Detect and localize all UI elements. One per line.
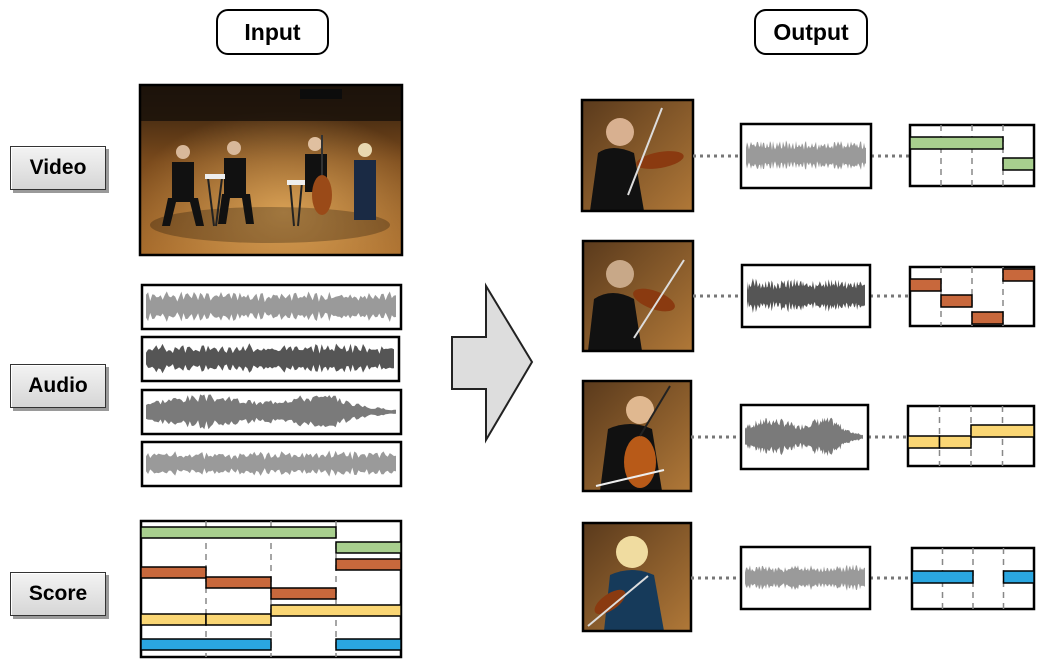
processing-arrow-icon [451,282,534,444]
score-note-yellow [205,613,272,626]
output-photo-cello [581,521,693,633]
output-score-rolls [906,123,1036,611]
output-waveform-viola [739,403,870,471]
output-score-note-violin-2 [940,294,973,308]
output-photo-violin-2 [581,239,695,353]
quartet-video-frame [138,83,404,257]
input-waveform-4 [140,440,403,488]
audio-label: Audio [10,364,106,408]
input-waveform-3 [140,388,403,436]
output-waveform-violin-1 [739,122,873,190]
score-note-green [335,541,402,554]
output-score-note-viola [907,435,941,449]
output-score-note-violin-2 [1002,268,1035,282]
input-header: Input [216,9,329,55]
output-score-frame-violin-1 [908,123,1036,188]
output-header: Output [754,9,868,55]
output-waveform-cello [739,545,872,611]
score-note-green [140,526,337,539]
output-score-note-violin-2 [909,278,942,292]
output-score-note-violin-2 [971,311,1004,325]
output-waveform-violin-2 [740,263,872,329]
input-waveform-2 [140,335,401,383]
output-score-note-cello [1002,570,1035,584]
output-score-note-viola [970,424,1035,438]
input-waveform-1 [140,283,403,331]
score-note-orange [140,566,207,579]
input-score-roll [139,519,403,659]
output-score-note-violin-1 [909,136,1004,150]
score-note-blue [335,638,402,651]
score-note-orange [335,558,402,571]
output-score-note-violin-1 [1002,157,1035,171]
score-note-yellow [270,604,402,617]
output-score-note-cello [911,570,974,584]
score-note-orange [205,576,272,589]
video-label: Video [10,146,106,190]
score-note-yellow [140,613,207,626]
output-connectors [691,154,912,580]
score-note-orange [270,587,337,600]
output-photo-viola [581,379,693,493]
output-photo-violin-1 [580,98,695,213]
output-score-note-viola [938,435,972,449]
score-note-blue [140,638,272,651]
score-label: Score [10,572,106,616]
